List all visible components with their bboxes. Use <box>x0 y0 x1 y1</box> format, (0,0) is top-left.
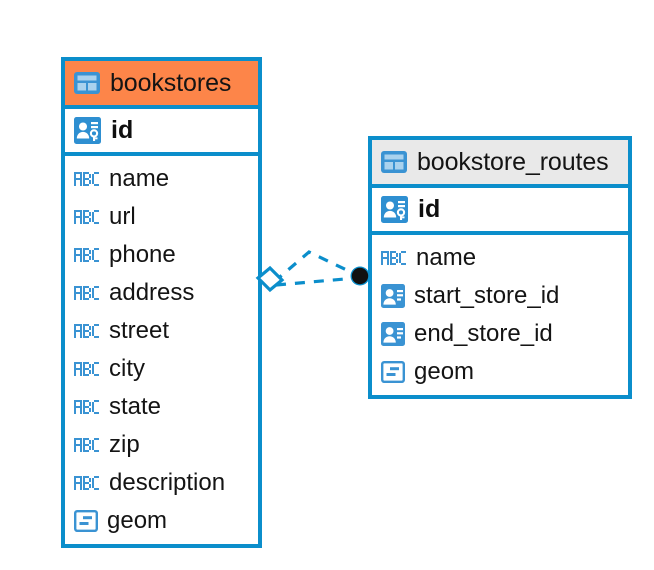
attribute-label: start_store_id <box>414 282 560 309</box>
attribute-row[interactable]: phone <box>65 236 258 274</box>
attribute-label: description <box>109 469 226 496</box>
attribute-list: name <box>65 156 258 545</box>
attribute-row[interactable]: geom <box>65 502 258 540</box>
primary-key-row[interactable]: id <box>65 109 258 156</box>
text-type-icon <box>74 247 100 263</box>
attribute-row[interactable]: name <box>65 160 258 198</box>
text-type-icon <box>74 399 100 415</box>
text-type-icon <box>74 475 100 491</box>
text-type-icon <box>74 323 100 339</box>
attribute-row[interactable]: street <box>65 312 258 350</box>
attribute-row[interactable]: address <box>65 274 258 312</box>
text-type-icon <box>74 209 100 225</box>
attribute-row[interactable]: zip <box>65 426 258 464</box>
table-icon <box>381 151 407 173</box>
attribute-label: name <box>109 165 170 192</box>
attribute-row[interactable]: description <box>65 464 258 502</box>
attribute-row[interactable]: name <box>372 239 628 277</box>
attribute-row[interactable]: start_store_id <box>372 277 628 315</box>
table-icon <box>74 72 100 94</box>
filled-circle-marker <box>350 266 370 286</box>
text-type-icon <box>381 250 407 266</box>
relationship-connector <box>255 250 370 293</box>
attribute-label: state <box>109 393 162 420</box>
primary-key-icon <box>381 196 408 223</box>
relationship-line-upper <box>272 250 358 284</box>
text-type-icon <box>74 171 100 187</box>
attribute-label: zip <box>109 431 140 458</box>
attribute-label: geom <box>107 507 168 534</box>
geometry-type-icon <box>74 510 98 532</box>
entity-bookstores[interactable]: bookstores id <box>61 57 262 548</box>
primary-key-row[interactable]: id <box>372 188 628 235</box>
entity-header-bookstore-routes[interactable]: bookstore_routes <box>372 140 628 188</box>
attribute-row[interactable]: geom <box>372 353 628 391</box>
entity-bookstore-routes[interactable]: bookstore_routes id <box>368 136 632 399</box>
foreign-key-icon <box>381 322 405 346</box>
attribute-label: name <box>416 244 477 271</box>
attribute-label: geom <box>414 358 475 385</box>
attribute-row[interactable]: city <box>65 350 258 388</box>
entity-header-bookstores[interactable]: bookstores <box>65 61 258 109</box>
text-type-icon <box>74 361 100 377</box>
primary-key-label: id <box>111 116 134 144</box>
text-type-icon <box>74 437 100 453</box>
attribute-label: phone <box>109 241 176 268</box>
geometry-type-icon <box>381 361 405 383</box>
primary-key-label: id <box>418 195 441 223</box>
attribute-row[interactable]: end_store_id <box>372 315 628 353</box>
foreign-key-icon <box>381 284 405 308</box>
attribute-label: city <box>109 355 145 382</box>
primary-key-icon <box>74 117 101 144</box>
attribute-list: name start_store_id <box>372 235 628 396</box>
attribute-label: address <box>109 279 195 306</box>
relationship-line-lower <box>275 276 357 287</box>
entity-title: bookstore_routes <box>417 147 609 176</box>
attribute-label: end_store_id <box>414 320 553 347</box>
attribute-label: url <box>109 203 136 230</box>
attribute-row[interactable]: url <box>65 198 258 236</box>
entity-title: bookstores <box>110 68 232 97</box>
attribute-label: street <box>109 317 170 344</box>
attribute-row[interactable]: state <box>65 388 258 426</box>
text-type-icon <box>74 285 100 301</box>
